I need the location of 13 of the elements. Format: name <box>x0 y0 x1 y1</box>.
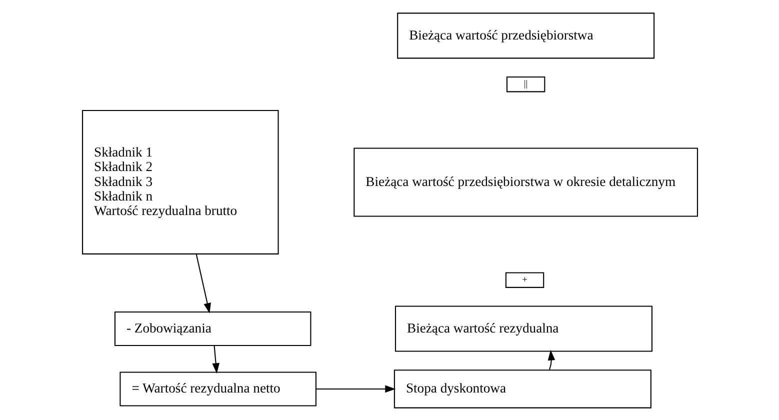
node-box: Składnik 1 Składnik 2 Składnik 3 Składnik n Wartość rezydualna brutto <box>82 110 278 254</box>
node-box: Stopa dyskontowa <box>393 369 651 408</box>
node-box: - Zobowiązania <box>114 311 311 346</box>
arrow <box>316 384 396 392</box>
arrow <box>212 345 219 374</box>
node-box: + <box>504 272 544 288</box>
node-box: Bieżąca wartość przedsiębiorstwa <box>396 12 654 58</box>
arrow <box>195 254 210 313</box>
node-box: = Wartość rezydualna netto <box>119 371 316 406</box>
node-box: Bieżąca wartość przedsiębiorstwa w okresie detalicznym <box>353 147 698 216</box>
node-box: Bieżąca wartość rezydualna <box>394 305 652 352</box>
node-box: || <box>506 76 545 92</box>
arrow <box>547 349 555 370</box>
